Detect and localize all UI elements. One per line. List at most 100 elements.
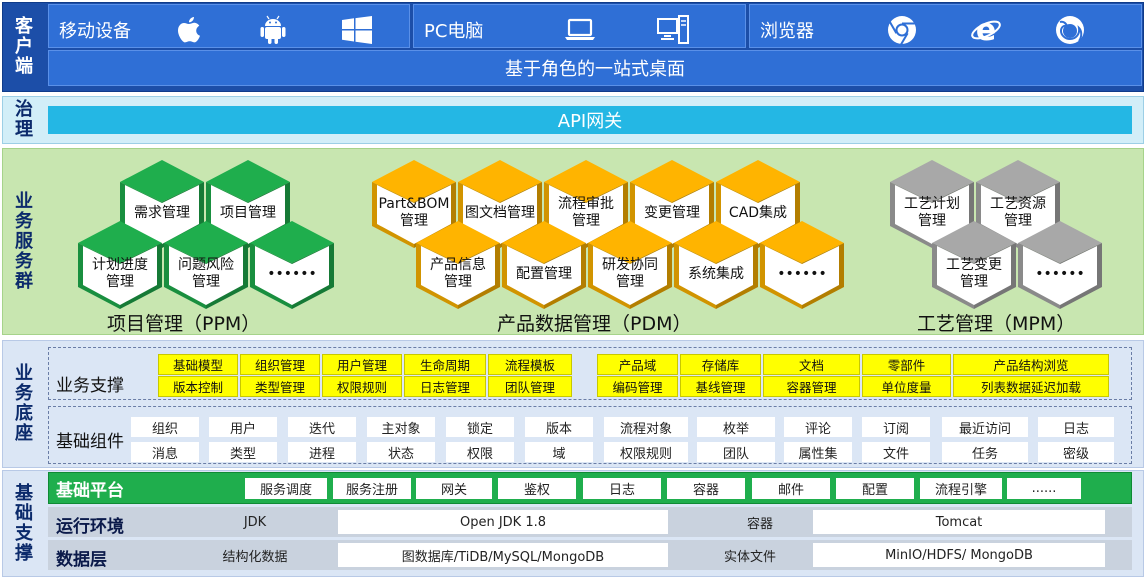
base-component-item: 订阅	[862, 417, 930, 437]
ppm-module-hex: ••••••	[248, 219, 336, 311]
pdm-module-label: 系统集成	[688, 265, 744, 282]
base-component-item: 版本	[525, 417, 593, 437]
base-component-item: 类型	[209, 442, 277, 462]
pdm-module-label: 图文档管理	[465, 204, 535, 221]
browser-title: 浏览器	[760, 21, 814, 42]
chrome-icon	[886, 14, 918, 46]
firefox-icon	[1054, 14, 1086, 46]
pdm-module-label: 流程审批 管理	[558, 196, 614, 229]
mpm-module-hex: 工艺变更 管理	[930, 219, 1018, 311]
svg-text:e: e	[976, 14, 996, 46]
pdm-module-label: 研发协同 管理	[602, 257, 658, 290]
laptop-icon	[564, 14, 596, 46]
data-value-files: MinIO/HDFS/ MongoDB	[813, 543, 1105, 567]
business-support-label: 业务支撑	[56, 376, 124, 396]
base-component-item: 任务	[942, 442, 1028, 462]
layer-label-client: 客 户 端	[15, 16, 33, 77]
base-platform-item: 配置	[836, 478, 914, 499]
base-platform-label: 基础平台	[56, 481, 124, 501]
business-support-item: 列表数据延迟加载	[953, 376, 1109, 397]
mpm-module-label: 工艺变更 管理	[946, 257, 1002, 290]
business-support-item: 类型管理	[240, 376, 320, 397]
business-support-item: 日志管理	[404, 376, 486, 397]
base-component-item: 权限	[446, 442, 514, 462]
layer-label-governance: 治 理	[15, 99, 33, 140]
runtime-value-jdk: Open JDK 1.8	[338, 510, 668, 534]
mpm-module-label: ••••••	[1035, 265, 1085, 282]
desktop-pc-icon	[657, 14, 689, 46]
business-support-item: 编码管理	[597, 376, 678, 397]
pdm-module-hex: 配置管理	[500, 219, 588, 311]
base-component-item: 流程对象	[604, 417, 688, 437]
pdm-caption: 产品数据管理（PDM）	[497, 313, 692, 335]
pdm-module-hex: 系统集成	[672, 219, 760, 311]
pc-panel: PC电脑	[413, 4, 746, 48]
base-platform-item: 服务注册	[333, 478, 411, 499]
apple-icon	[173, 14, 205, 46]
runtime-key-jdk: JDK	[243, 514, 267, 530]
base-platform-item: 服务调度	[245, 478, 327, 499]
runtime-value-container: Tomcat	[813, 510, 1105, 534]
business-support-item: 权限规则	[322, 376, 402, 397]
base-component-item: 日志	[1038, 417, 1114, 437]
base-component-item: 状态	[367, 442, 435, 462]
ppm-caption: 项目管理（PPM）	[107, 313, 261, 335]
browser-panel: 浏览器 e	[749, 4, 1142, 48]
ppm-module-hex: 计划进度 管理	[76, 219, 164, 311]
business-support-item: 产品结构浏览	[953, 354, 1109, 375]
mpm-caption: 工艺管理（MPM）	[917, 313, 1076, 335]
base-component-item: 组织	[131, 417, 199, 437]
mobile-devices-panel: 移动设备	[48, 4, 410, 48]
base-component-item: 文件	[862, 442, 930, 462]
runtime-env-label: 运行环境	[56, 517, 124, 537]
base-component-item: 用户	[209, 417, 277, 437]
business-support-row	[48, 347, 1132, 400]
mpm-module-hex: 工艺计划 管理	[888, 158, 976, 250]
api-gateway-bar: API网关	[48, 106, 1132, 134]
base-platform-item: 流程引擎	[920, 478, 1002, 499]
data-value-structured: 图数据库/TiDB/MySQL/MongoDB	[338, 543, 668, 567]
business-support-item: 产品域	[597, 354, 678, 375]
business-support-item: 单位度量	[862, 376, 951, 397]
base-components-label: 基础组件	[56, 432, 124, 452]
business-support-item: 零部件	[862, 354, 951, 375]
pdm-module-label: CAD集成	[728, 204, 788, 221]
ppm-module-hex: 需求管理	[118, 158, 206, 250]
mpm-module-hex: ••••••	[1016, 219, 1104, 311]
android-icon	[257, 14, 289, 46]
base-component-item: 评论	[784, 417, 852, 437]
data-layer-label: 数据层	[56, 550, 107, 570]
windows-icon	[341, 14, 373, 46]
business-support-item: 基础模型	[158, 354, 238, 375]
data-key-files: 实体文件	[723, 549, 776, 565]
layer-label-support: 基 础 支 撑	[15, 482, 33, 564]
business-support-item: 基线管理	[680, 376, 761, 397]
base-component-item: 属性集	[784, 442, 852, 462]
pdm-module-label: 配置管理	[516, 265, 572, 282]
pdm-module-label: ••••••	[777, 265, 827, 282]
mobile-devices-title: 移动设备	[59, 21, 131, 42]
ppm-module-label: 计划进度 管理	[92, 257, 148, 290]
base-component-item: 迭代	[288, 417, 356, 437]
base-component-item: 枚举	[697, 417, 775, 437]
role-based-desktop-bar: 基于角色的一站式桌面	[48, 50, 1142, 86]
base-platform-item: 容器	[667, 478, 745, 499]
business-support-item: 文档	[763, 354, 860, 375]
pc-title: PC电脑	[424, 21, 484, 42]
ppm-module-label: 需求管理	[134, 204, 190, 221]
pdm-module-label: 产品信息 管理	[430, 257, 486, 290]
ppm-module-hex: 问题风险 管理	[162, 219, 250, 311]
base-component-item: 消息	[131, 442, 199, 462]
business-support-item: 组织管理	[240, 354, 320, 375]
base-component-item: 主对象	[367, 417, 435, 437]
mpm-module-label: 工艺资源 管理	[990, 196, 1046, 229]
runtime-key-container: 容器	[746, 516, 773, 532]
business-support-item: 生命周期	[404, 354, 486, 375]
business-support-item: 用户管理	[322, 354, 402, 375]
mpm-module-label: 工艺计划 管理	[904, 196, 960, 229]
ppm-module-label: 问题风险 管理	[178, 257, 234, 290]
data-key-structured: 结构化数据	[222, 549, 288, 565]
base-platform-item: 网关	[416, 478, 492, 499]
layer-label-base: 业 务 底 座	[15, 363, 33, 444]
pdm-module-label: 变更管理	[644, 204, 700, 221]
